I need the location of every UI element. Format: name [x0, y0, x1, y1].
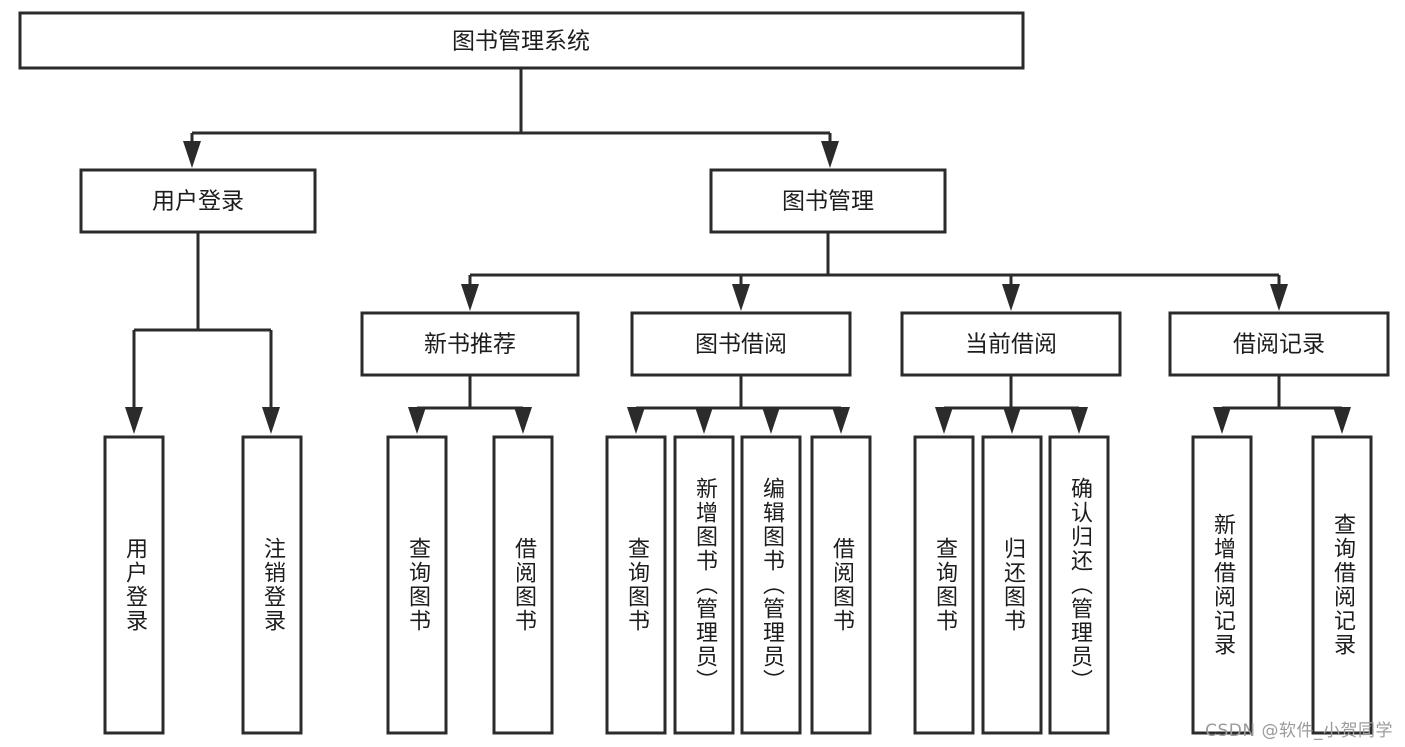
arrow-head-leaf-currentborrow-2 — [1003, 407, 1021, 434]
connectors-bookmanage-to-level3 — [461, 232, 1288, 311]
node-new-book-recommend-label: 新书推荐 — [424, 332, 516, 358]
node-new-book-recommend-box[interactable] — [360, 311, 580, 377]
node-book-manage-box[interactable] — [709, 168, 947, 234]
arrow-head-leaf-currentborrow-1 — [935, 407, 953, 434]
arrow-head-to-book-manage — [821, 141, 839, 168]
node-book-borrow-box[interactable] — [630, 311, 852, 377]
node-current-borrow-box[interactable] — [900, 311, 1122, 377]
node-root-box[interactable] — [18, 11, 1025, 70]
leaf-box-user-login-1[interactable] — [103, 435, 165, 735]
node-user-login-box[interactable] — [79, 168, 317, 234]
arrow-head-leaf-newbook-1 — [408, 407, 426, 434]
node-borrow-record[interactable]: 借阅记录 — [1168, 311, 1390, 377]
leaf-box-bookborrow-4[interactable] — [810, 435, 872, 735]
node-book-manage[interactable]: 图书管理 — [709, 168, 947, 234]
arrow-head-to-current-borrow — [1002, 284, 1020, 311]
csdn-watermark: CSDN @软件_小贺同学 — [1205, 721, 1393, 741]
connectors-root-to-level2 — [183, 68, 839, 168]
arrow-head-to-user-login — [183, 141, 201, 168]
arrow-head-leaf-borrowrecord-2 — [1333, 407, 1351, 434]
leaf-boxes-borrow-record[interactable] — [1191, 435, 1373, 735]
connectors-bookborrow-to-leaves — [627, 375, 850, 434]
node-new-book-recommend[interactable]: 新书推荐 — [360, 311, 580, 377]
leaf-boxes-book-borrow[interactable] — [605, 435, 872, 735]
node-user-login-label: 用户登录 — [152, 189, 244, 215]
node-book-borrow[interactable]: 图书借阅 — [630, 311, 852, 377]
leaf-box-bookborrow-2[interactable] — [673, 435, 735, 735]
arrow-head-to-book-borrow — [732, 284, 750, 311]
leaf-box-bookborrow-3[interactable] — [740, 435, 802, 735]
leaf-box-borrowrecord-2[interactable] — [1311, 435, 1373, 735]
node-root-label: 图书管理系统 — [452, 29, 590, 55]
arrow-head-to-new-book — [461, 284, 479, 311]
node-current-borrow[interactable]: 当前借阅 — [900, 311, 1122, 377]
arrow-head-leaf-bookborrow-2 — [695, 407, 713, 434]
arrow-head-leaf-newbook-2 — [514, 407, 532, 434]
leaf-box-currentborrow-3[interactable] — [1048, 435, 1110, 735]
leaf-box-newbook-1[interactable] — [386, 435, 448, 735]
connectors-borrowrecord-to-leaves — [1213, 375, 1351, 434]
arrow-head-leaf-user-login-1 — [125, 407, 143, 434]
node-user-login[interactable]: 用户登录 — [79, 168, 317, 234]
leaf-boxes-current-borrow[interactable] — [913, 435, 1110, 735]
node-book-borrow-label: 图书借阅 — [695, 332, 787, 358]
connectors-booklogin-to-leaves — [125, 232, 280, 434]
leaf-box-newbook-2[interactable] — [492, 435, 554, 735]
node-borrow-record-box[interactable] — [1168, 311, 1390, 377]
leaf-box-bookborrow-1[interactable] — [605, 435, 667, 735]
connectors-currentborrow-to-leaves — [935, 375, 1088, 434]
leaf-box-currentborrow-1[interactable] — [913, 435, 975, 735]
connectors-newbook-to-leaves — [408, 375, 532, 434]
leaf-boxes-user-login[interactable] — [103, 435, 303, 735]
arrow-head-leaf-borrowrecord-1 — [1213, 407, 1231, 434]
arrow-head-leaf-currentborrow-3 — [1070, 407, 1088, 434]
node-root[interactable]: 图书管理系统 — [18, 11, 1025, 70]
arrow-head-leaf-user-login-2 — [262, 407, 280, 434]
arrow-head-leaf-bookborrow-1 — [627, 407, 645, 434]
arrow-head-leaf-bookborrow-4 — [832, 407, 850, 434]
leaf-box-currentborrow-2[interactable] — [981, 435, 1043, 735]
leaf-box-user-login-2[interactable] — [241, 435, 303, 735]
arrow-head-to-borrow-record — [1270, 284, 1288, 311]
node-borrow-record-label: 借阅记录 — [1233, 332, 1325, 358]
node-book-manage-label: 图书管理 — [782, 189, 874, 215]
leaf-box-borrowrecord-1[interactable] — [1191, 435, 1253, 735]
leaf-boxes-new-book-recommend[interactable] — [386, 435, 554, 735]
arrow-head-leaf-bookborrow-3 — [762, 407, 780, 434]
node-current-borrow-label: 当前借阅 — [965, 332, 1057, 358]
